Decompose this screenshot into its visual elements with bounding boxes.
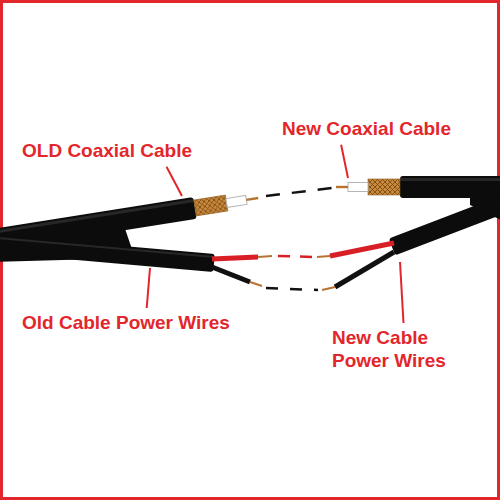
join-dash xyxy=(266,288,318,290)
copper-tip xyxy=(317,256,330,257)
part-label: New Coaxial Cable xyxy=(282,118,451,141)
new-coax xyxy=(336,176,500,198)
leader-line xyxy=(167,167,183,196)
part-label: Old Cable Power Wires xyxy=(22,312,230,335)
copper-tip xyxy=(250,282,262,286)
leader-line xyxy=(400,262,404,323)
copper-tip xyxy=(322,287,335,290)
red-wire xyxy=(212,257,258,259)
leader-line xyxy=(147,268,150,308)
part-label: OLD Coaxial Cable xyxy=(22,140,192,163)
old-power-cable xyxy=(0,228,215,272)
leader-line xyxy=(341,145,348,178)
join-dash xyxy=(278,256,314,257)
black-wire xyxy=(212,267,250,282)
copper-tip xyxy=(258,256,272,257)
join-dash xyxy=(266,188,332,196)
part-label: New Cable Power Wires xyxy=(332,327,462,373)
black-wire xyxy=(335,252,394,287)
new-power-cable xyxy=(389,131,500,255)
red-wire xyxy=(330,243,394,256)
